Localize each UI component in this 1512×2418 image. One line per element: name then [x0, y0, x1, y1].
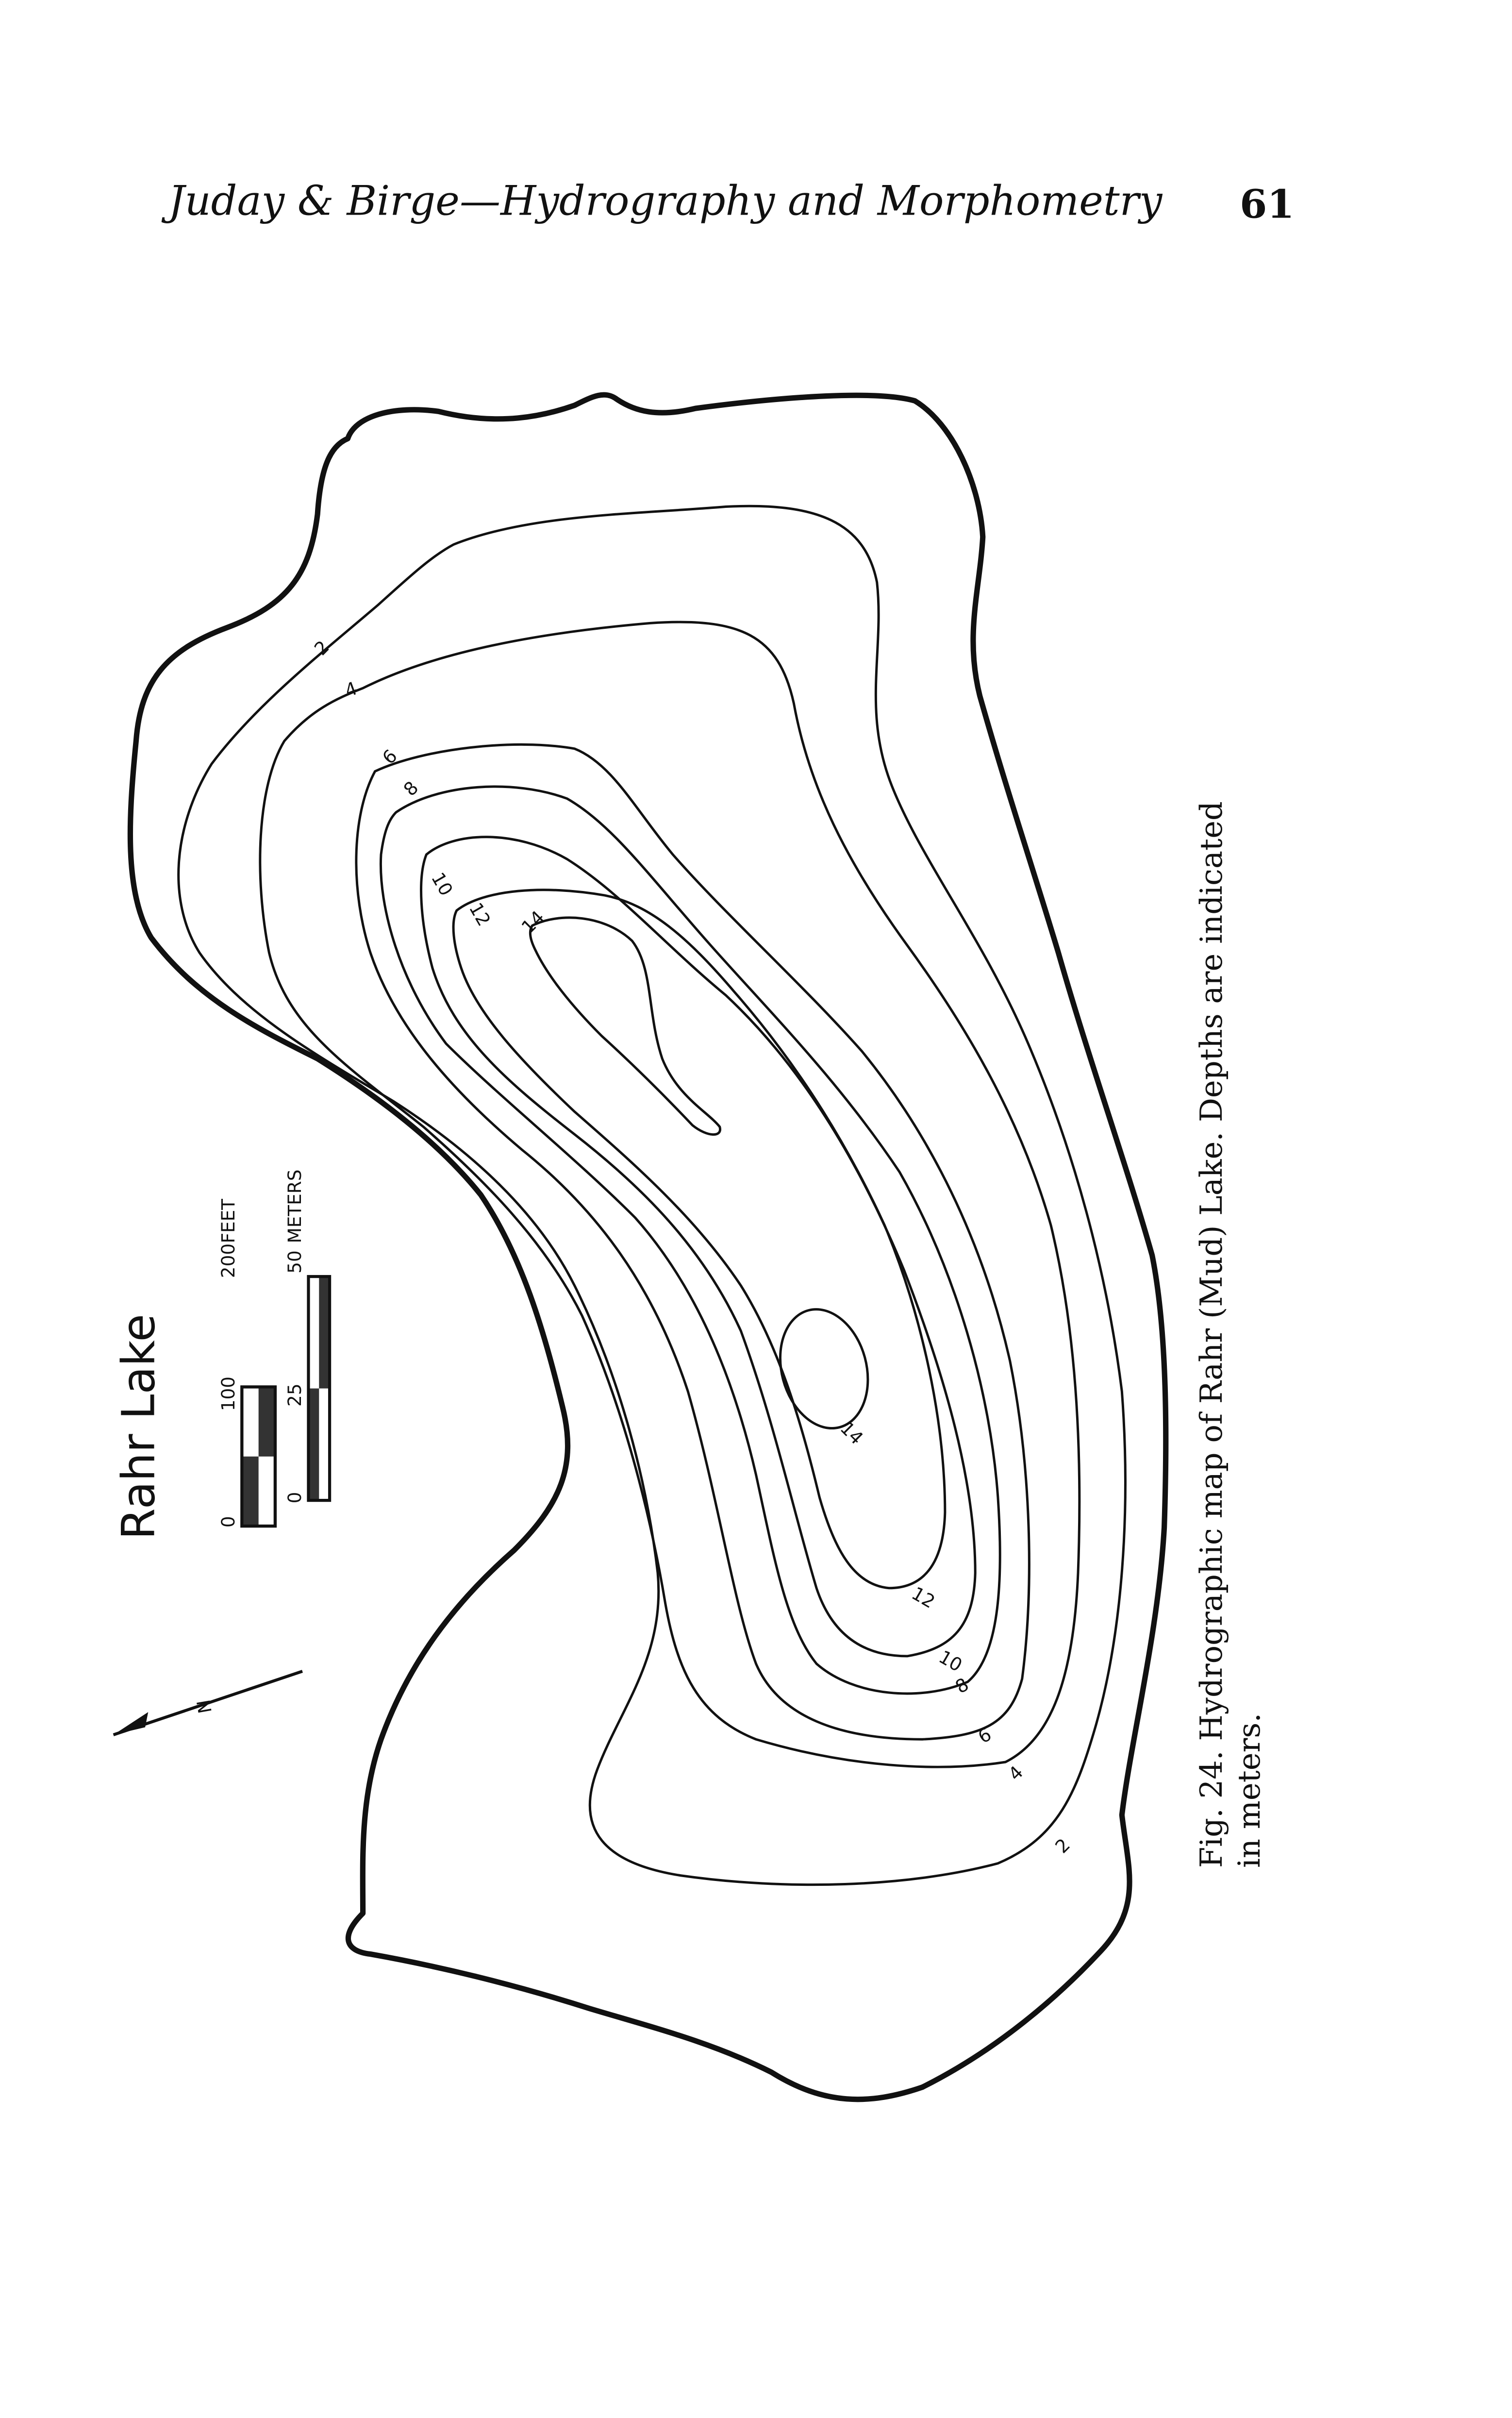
figure-caption-line-1: Fig. 24. Hydrographic map of Rahr (Mud) …	[1194, 801, 1229, 1868]
contour-8m	[379, 785, 1001, 1695]
contour-label: 6	[974, 1723, 995, 1747]
meters-unit: Meters	[284, 1170, 305, 1243]
contour-label: 14	[836, 1417, 867, 1449]
contour-10m	[420, 836, 977, 1658]
contour-label: 2	[310, 636, 333, 659]
meters-tick-0: 0	[284, 1492, 305, 1504]
contour-label: 10	[935, 1646, 966, 1676]
contour-6m	[355, 743, 1030, 1741]
feet-tick-200: 200	[217, 1243, 239, 1278]
contour-label: 14	[517, 907, 549, 938]
page-number: 61	[1240, 182, 1295, 228]
shoreline	[127, 392, 1169, 2102]
contour-label: 6	[378, 745, 401, 769]
arrow-head-icon	[113, 1712, 149, 1735]
contour-labels: 2 4 6 8 10 12 14 14 12 10 8 6 4 2	[310, 636, 1074, 1857]
scale-bar-feet: 0 100 200 Feet	[217, 1199, 277, 1528]
contour-14m-north	[529, 916, 721, 1136]
contour-2m	[177, 504, 1127, 1886]
lake-map: 2 4 6 8 10 12 14 14 12 10 8 6 4 2	[127, 392, 1169, 2102]
contour-label: 8	[399, 777, 423, 800]
contour-4m	[259, 621, 1081, 1768]
contour-label: 2	[1051, 1834, 1074, 1857]
scale-bar-meters: 0 25 50 Meters	[284, 1170, 332, 1504]
contour-12m	[452, 889, 947, 1590]
contour-label: 12	[908, 1582, 939, 1612]
feet-unit: Feet	[217, 1199, 239, 1243]
feet-tick-0: 0	[217, 1516, 239, 1528]
feet-tick-100: 100	[217, 1377, 239, 1411]
contour-14m-south	[779, 1308, 869, 1430]
contour-label: 10	[427, 869, 457, 899]
map-title: Rahr Lake	[113, 1314, 166, 1540]
meters-tick-25: 25	[284, 1383, 305, 1407]
contour-label: 4	[1004, 1762, 1028, 1785]
meters-tick-50: 50	[284, 1250, 305, 1274]
figure-caption-line-2: in meters.	[1231, 1713, 1267, 1868]
running-title: Juday & Birge—Hydrography and Morphometr…	[161, 177, 1163, 224]
north-label: N	[193, 1698, 216, 1715]
north-arrow: N	[113, 1670, 303, 1736]
